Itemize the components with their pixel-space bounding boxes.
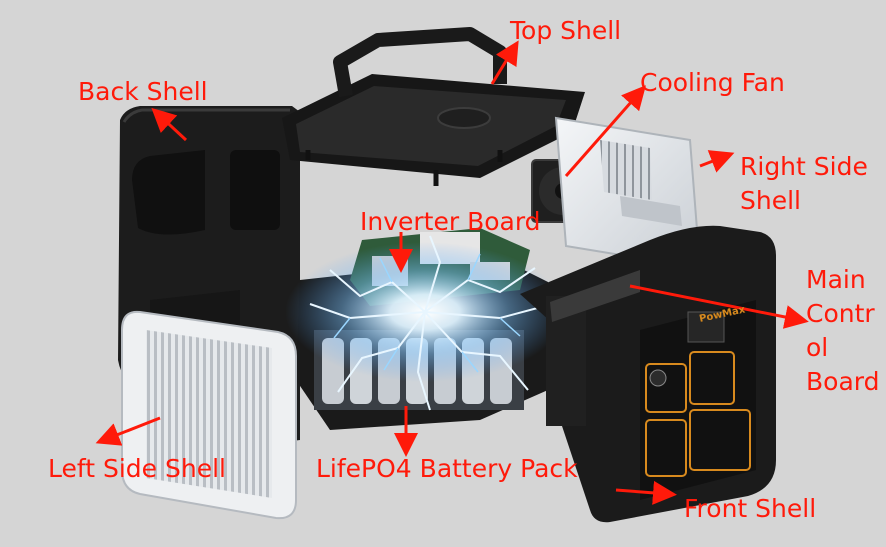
- left-side-shell-part: [121, 310, 297, 520]
- label-top-shell: Top Shell: [510, 16, 622, 45]
- label-main-control-board-line-2: Contr: [806, 299, 875, 328]
- label-battery-pack: LifePO4 Battery Pack: [316, 454, 578, 483]
- label-inverter-board: Inverter Board: [360, 207, 541, 236]
- top-shell-part: [282, 27, 585, 186]
- arrow-icon: [615, 480, 677, 505]
- right-side-shell-part: [554, 116, 702, 270]
- label-back-shell: Back Shell: [78, 77, 208, 106]
- label-front-shell: Front Shell: [684, 494, 817, 523]
- arrow-icon: [95, 416, 161, 446]
- arrow-icon: [490, 40, 519, 85]
- arrow-icon: [699, 150, 735, 173]
- label-right-side-shell-line-1: Right Side: [740, 152, 868, 181]
- label-main-control-board-line-3: ol: [806, 333, 829, 362]
- label-left-side-shell: Left Side Shell: [48, 454, 226, 483]
- label-main-control-board-line-1: Main: [806, 265, 866, 294]
- electric-discharge-effect: [285, 235, 565, 411]
- label-right-side-shell-line-2: Shell: [740, 186, 801, 215]
- arrow-icon: [564, 85, 646, 177]
- arrow-icon: [151, 107, 188, 142]
- callout-arrows: [95, 40, 809, 505]
- label-right-side-shell: Right Side Shell: [740, 150, 880, 218]
- front-shell-part: [520, 225, 776, 523]
- label-main-control-board: Main Contr ol Board: [806, 263, 884, 399]
- arrow-icon: [629, 284, 809, 329]
- label-main-control-board-line-4: Board: [806, 367, 880, 396]
- label-cooling-fan: Cooling Fan: [640, 68, 785, 97]
